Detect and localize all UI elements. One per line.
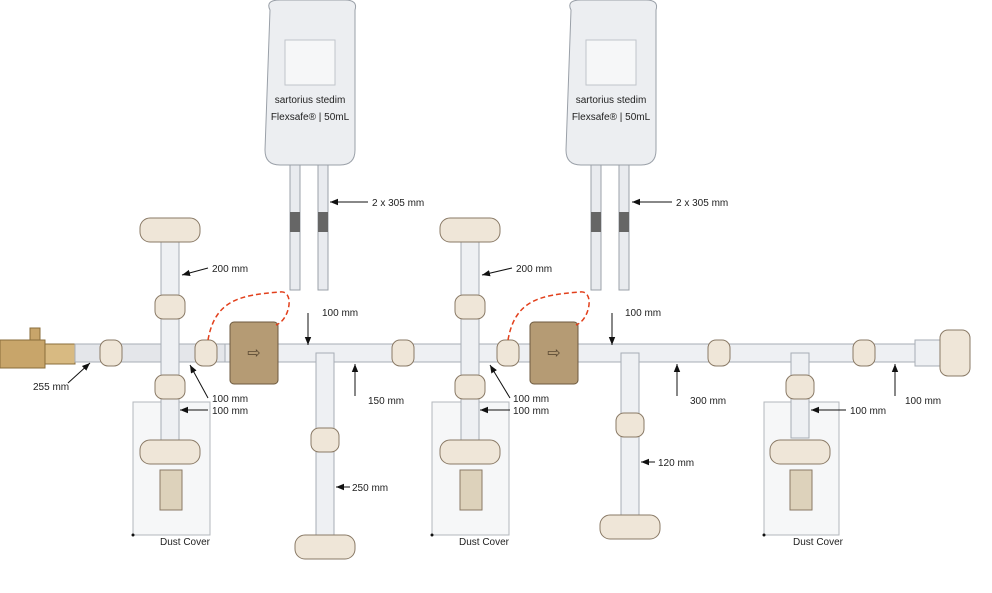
sensor-wire-2 bbox=[507, 291, 590, 341]
dust2-label: Dust Cover bbox=[459, 537, 510, 548]
tee1-down-label: 250 mm bbox=[352, 483, 388, 494]
cross1-a-label: 100 mm bbox=[212, 394, 248, 405]
product-label: Flexsafe® | 50mL bbox=[271, 112, 350, 123]
cross1-up-label: 200 mm bbox=[212, 264, 248, 275]
dimension-callouts: 2 x 305 mm 2 x 305 mm 200 mm 200 mm 100 … bbox=[33, 198, 941, 548]
cross1-b-label: 100 mm bbox=[212, 406, 248, 417]
flexsafe-bag-1: sartorius stedim Flexsafe® | 50mL bbox=[264, 0, 356, 291]
tee2-down-label: 120 mm bbox=[658, 458, 694, 469]
dust3-label: Dust Cover bbox=[793, 537, 844, 548]
cross2-up-label: 200 mm bbox=[516, 264, 552, 275]
inlet-connector bbox=[0, 327, 76, 369]
sensor-wire-1 bbox=[207, 291, 290, 341]
product-label: Flexsafe® | 50mL bbox=[572, 112, 651, 123]
outlet-clamp bbox=[939, 329, 971, 377]
inline-filter-1: ⇨ bbox=[229, 321, 279, 385]
filter1-out-label: 100 mm bbox=[322, 308, 358, 319]
inline-filter-2: ⇨ bbox=[529, 321, 579, 385]
cross2-a-label: 100 mm bbox=[513, 394, 549, 405]
cross2-b-label: 100 mm bbox=[513, 406, 549, 417]
tee2-main-label: 300 mm bbox=[690, 396, 726, 407]
tee1-main-label: 150 mm bbox=[368, 396, 404, 407]
filter2-out-label: 100 mm bbox=[625, 308, 661, 319]
cross2-vertical bbox=[460, 239, 480, 441]
svg-text:⇨: ⇨ bbox=[247, 345, 260, 362]
outlet-label: 100 mm bbox=[905, 396, 941, 407]
inlet-label: 255 mm bbox=[33, 382, 69, 393]
dust1-label: Dust Cover bbox=[160, 537, 211, 548]
cross1-vertical bbox=[160, 239, 180, 441]
bag1-tubes-label: 2 x 305 mm bbox=[372, 198, 424, 209]
pinch-clamps bbox=[99, 217, 876, 560]
svg-text:⇨: ⇨ bbox=[547, 345, 560, 362]
vent-filters bbox=[159, 469, 813, 511]
flexsafe-bag-2: sartorius stedim Flexsafe® | 50mL bbox=[565, 0, 657, 291]
tee3-down-label: 100 mm bbox=[850, 406, 886, 417]
brand-label: sartorius stedim bbox=[275, 95, 346, 106]
bag2-tubes-label: 2 x 305 mm bbox=[676, 198, 728, 209]
brand-label: sartorius stedim bbox=[576, 95, 647, 106]
